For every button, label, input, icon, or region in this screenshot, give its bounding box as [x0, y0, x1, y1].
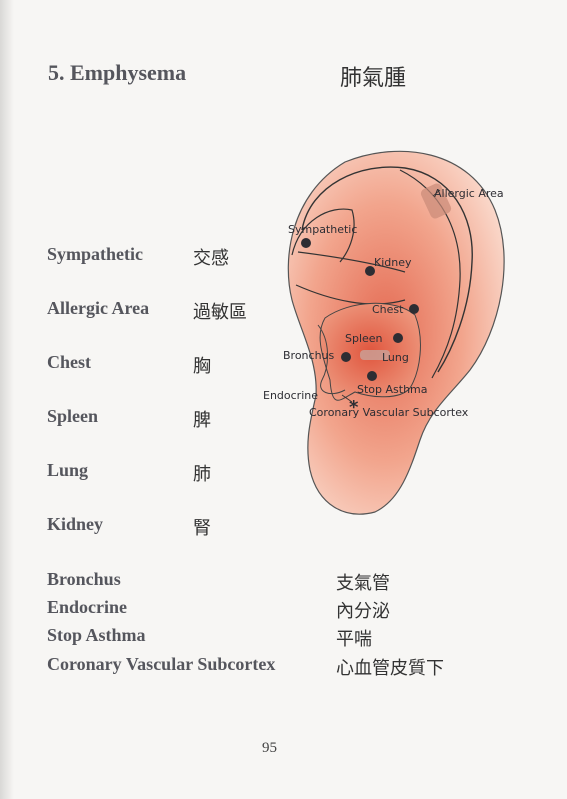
point-name: Spleen [47, 406, 99, 426]
label-stop-asthma: Stop Asthma [357, 383, 428, 396]
point-chinese: 平喘 [336, 629, 372, 650]
point-chinese: 胸 [193, 356, 211, 377]
point-name: Sympathetic [47, 244, 143, 264]
point-name: Lung [47, 460, 89, 480]
point-chinese: 肺 [193, 464, 211, 485]
point-chinese: 交感 [193, 248, 229, 269]
label-kidney: Kidney [374, 256, 412, 269]
triangular-fossa [297, 251, 406, 273]
point-name: Coronary Vascular Subcortex [47, 654, 276, 674]
label-coronary-vascular-subcortex: Coronary Vascular Subcortex [309, 406, 469, 419]
bronchus-marker [341, 352, 351, 362]
label-chest: Chest [372, 303, 404, 316]
label-bronchus: Bronchus [283, 349, 335, 362]
lung-patch [360, 350, 390, 360]
stop-asthma-marker [367, 371, 377, 381]
point-name: Bronchus [47, 569, 121, 589]
allergic-area-patch [420, 183, 452, 219]
spleen-marker [393, 333, 403, 343]
label-sympathetic: Sympathetic [288, 223, 357, 236]
antihelix-ridge [291, 208, 355, 263]
point-name: Stop Asthma [47, 625, 146, 645]
coronary-asterisk: * [349, 397, 359, 418]
tragus [317, 324, 346, 395]
point-chinese: 內分泌 [336, 601, 390, 622]
point-name: Endocrine [47, 597, 128, 617]
helix-ridge [301, 166, 473, 373]
point-chinese: 過敏區 [193, 302, 247, 323]
sympathetic-marker [301, 238, 311, 248]
point-name: Allergic Area [47, 298, 150, 318]
point-name: Kidney [47, 514, 104, 534]
page-binding-shadow [0, 0, 14, 799]
label-allergic-area: Allergic Area [434, 187, 504, 200]
label-lung: Lung [382, 351, 409, 364]
antihelix-lower [295, 284, 406, 305]
point-chinese: 支氣管 [336, 573, 390, 594]
label-spleen: Spleen [345, 332, 383, 345]
point-chinese: 心血管皮質下 [336, 658, 444, 679]
label-endocrine: Endocrine [263, 389, 318, 402]
chest-marker [409, 304, 419, 314]
point-name: Chest [47, 352, 91, 372]
allergic-area-leader [432, 189, 441, 197]
page-title-chinese: 肺氣腫 [340, 66, 407, 91]
point-chinese: 脾 [193, 410, 211, 431]
page-title: 5. Emphysema [48, 60, 187, 85]
page-number: 95 [262, 740, 277, 756]
kidney-marker [365, 266, 375, 276]
endocrine-leader [341, 394, 353, 403]
point-chinese: 腎 [193, 518, 211, 539]
